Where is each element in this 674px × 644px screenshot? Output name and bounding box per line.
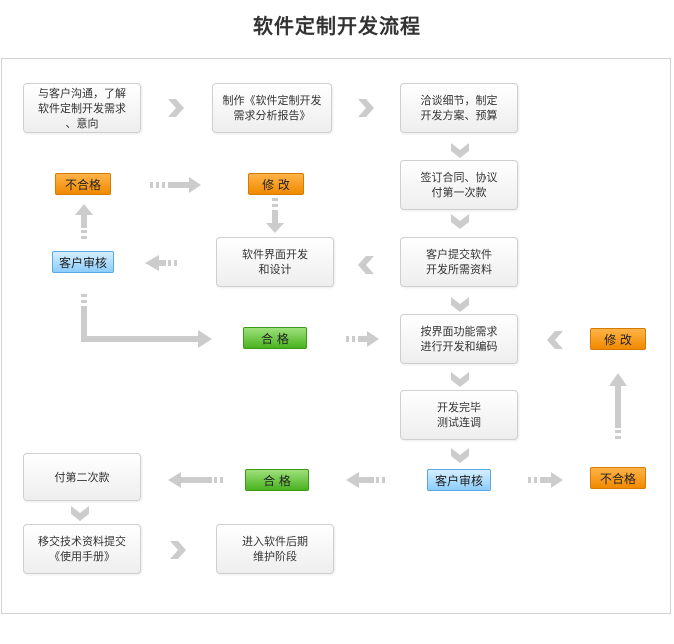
chevron-down-icon <box>451 448 469 463</box>
chevron-right-icon <box>358 99 374 117</box>
box-ui-design: 软件界面开发和设计 <box>216 237 334 287</box>
box-submit-materials: 客户提交软件开发所需资料 <box>400 237 518 287</box>
chevron-left-icon <box>547 331 563 349</box>
box-handover-docs: 移交技术资料提交《使用手册》 <box>23 524 141 574</box>
tag-customer-review: 客户审核 <box>52 251 114 273</box>
box-negotiate-plan: 洽谈细节，制定开发方案、预算 <box>400 83 518 133</box>
box-develop-code: 按界面功能需求进行开发和编码 <box>400 314 518 364</box>
chevron-down-icon <box>451 143 469 158</box>
tag-modify: 修 改 <box>590 328 646 350</box>
chevron-right-icon <box>170 541 186 559</box>
chevron-down-icon <box>451 214 469 229</box>
tag-fail: 不合格 <box>590 467 646 489</box>
chevron-left-icon <box>358 256 374 274</box>
chevron-down-icon <box>451 297 469 312</box>
box-sign-contract: 签订合同、协议付第一次款 <box>400 160 518 210</box>
chevron-right-icon <box>168 99 184 117</box>
chevron-down-icon <box>71 506 89 521</box>
tag-modify: 修 改 <box>248 173 304 195</box>
box-maintenance: 进入软件后期维护阶段 <box>216 524 334 574</box>
tag-pass: 合 格 <box>245 469 309 491</box>
chevron-down-icon <box>451 372 469 387</box>
tag-pass: 合 格 <box>243 327 307 349</box>
box-test-debug: 开发完毕测试连调 <box>400 390 518 440</box>
page-title: 软件定制开发流程 <box>253 14 421 38</box>
box-communicate-requirements: 与客户沟通，了解软件定制开发需求、意向 <box>23 83 141 133</box>
box-analysis-report: 制作《软件定制开发需求分析报告》 <box>212 83 332 133</box>
tag-customer-review: 客户审核 <box>427 469 491 491</box>
box-second-payment: 付第二次款 <box>23 453 141 501</box>
tag-fail: 不合格 <box>55 173 111 195</box>
